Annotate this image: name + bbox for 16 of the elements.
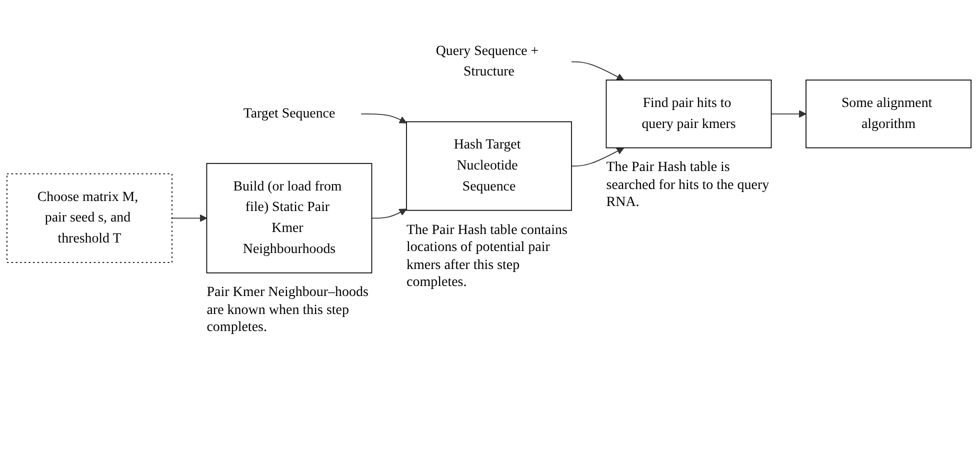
arrow [371, 208, 407, 218]
node-box: Some alignment algorithm [806, 79, 972, 148]
step-note: The Pair Hash table contains locations of potential pair kmers after this step completes. [406, 222, 568, 292]
node-box: Build (or load from file) Static Pair Kmer Neighbourhoods [206, 162, 372, 273]
node-text: Target Sequence [243, 106, 336, 120]
step-note: The Pair Hash table is searched for hits to the query RNA. [606, 159, 770, 212]
arrow [172, 214, 208, 222]
arrow [571, 147, 624, 166]
node-box: Choose matrix M, pair seed s, and threshold T [6, 173, 172, 262]
step-note: Pair Kmer Neighbour–hoods are known when this step completes. [206, 284, 370, 337]
arrow [770, 110, 806, 118]
arrow [571, 60, 624, 80]
node-box: Find pair hits to query pair kmers [606, 79, 772, 148]
node-text: Query Sequence + Structure [436, 43, 539, 79]
arrow [360, 113, 407, 123]
node-box: Hash Target Nucleotide Sequence [406, 120, 572, 210]
